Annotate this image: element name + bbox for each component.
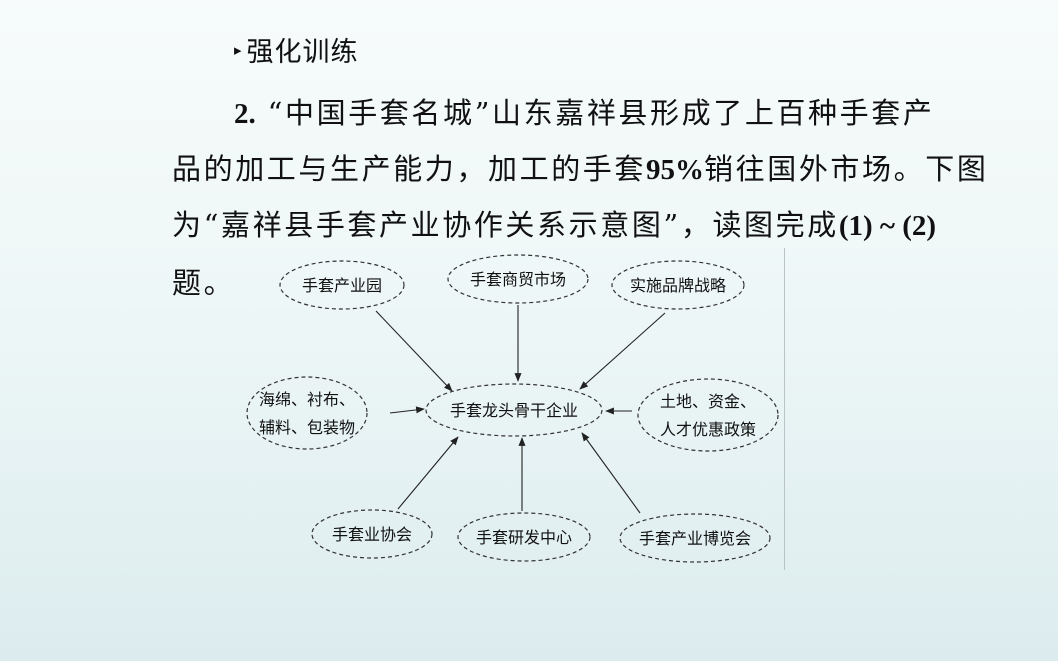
node-top-middle-label: 手套商贸市场 <box>470 270 566 289</box>
node-top-middle-ellipse <box>447 254 589 304</box>
node-top-left-label: 手套产业园 <box>302 276 382 295</box>
node-right-ellipse <box>637 378 779 452</box>
node-center-ellipse <box>425 383 603 437</box>
node-bottom-middle-label: 手套研发中心 <box>476 528 572 547</box>
question-line-4: 题。 <box>172 260 235 302</box>
question-line-2: 品的加工与生产能力，加工的手套95%销往国外市场。下图 <box>172 146 988 188</box>
node-bottom-right-ellipse <box>619 513 771 563</box>
arrow-from-bottom-right <box>581 432 641 514</box>
node-bottom-left-ellipse <box>311 509 433 559</box>
arrow-from-top-left <box>375 310 453 392</box>
divider-line <box>784 248 785 570</box>
node-top-right-ellipse <box>611 260 745 310</box>
node-right-label-1: 土地、资金、 <box>660 392 756 411</box>
question-text-2b: 销往国外市场。下图 <box>704 152 989 186</box>
node-center-label: 手套龙头骨干企业 <box>450 401 578 420</box>
section-heading: ▸ 强化训练 <box>234 30 359 69</box>
arrow-from-left <box>389 406 425 414</box>
node-right-label-2: 人才优惠政策 <box>660 420 756 439</box>
section-heading-text: 强化训练 <box>246 37 359 68</box>
question-text-3: 为“嘉祥县手套产业协作关系示意图”，读图完成 <box>172 208 839 242</box>
node-bottom-left-label: 手套业协会 <box>332 525 412 544</box>
question-number: 2. <box>234 98 256 130</box>
question-line-3: 为“嘉祥县手套产业协作关系示意图”，读图完成(1) ~ (2) <box>172 202 936 244</box>
question-percent: 95% <box>646 154 705 186</box>
industry-cooperation-diagram: 手套产业园 手套商贸市场 实施品牌战略 海绵、衬布、 辅料、包装物 手套龙头骨干… <box>246 254 779 563</box>
node-left-label-1: 海绵、衬布、 <box>259 390 355 409</box>
arrow-from-bottom-left <box>397 436 459 510</box>
node-bottom-middle-ellipse <box>457 512 591 562</box>
question-range: (1) ~ (2) <box>838 210 937 242</box>
triangle-marker-icon: ▸ <box>234 40 243 59</box>
node-top-right-label: 实施品牌战略 <box>630 276 726 295</box>
node-left-ellipse <box>246 376 368 450</box>
question-line-1: 2. “中国手套名城”山东嘉祥县形成了上百种手套产 <box>234 90 934 132</box>
question-text-2a: 品的加工与生产能力，加工的手套 <box>172 152 647 186</box>
question-text-1: “中国手套名城”山东嘉祥县形成了上百种手套产 <box>267 96 935 130</box>
node-bottom-right-label: 手套产业博览会 <box>639 529 751 548</box>
node-left-label-2: 辅料、包装物 <box>259 418 355 437</box>
arrow-from-top-right <box>579 312 666 390</box>
question-text-4: 题。 <box>172 266 236 300</box>
node-top-left-ellipse <box>279 260 405 310</box>
